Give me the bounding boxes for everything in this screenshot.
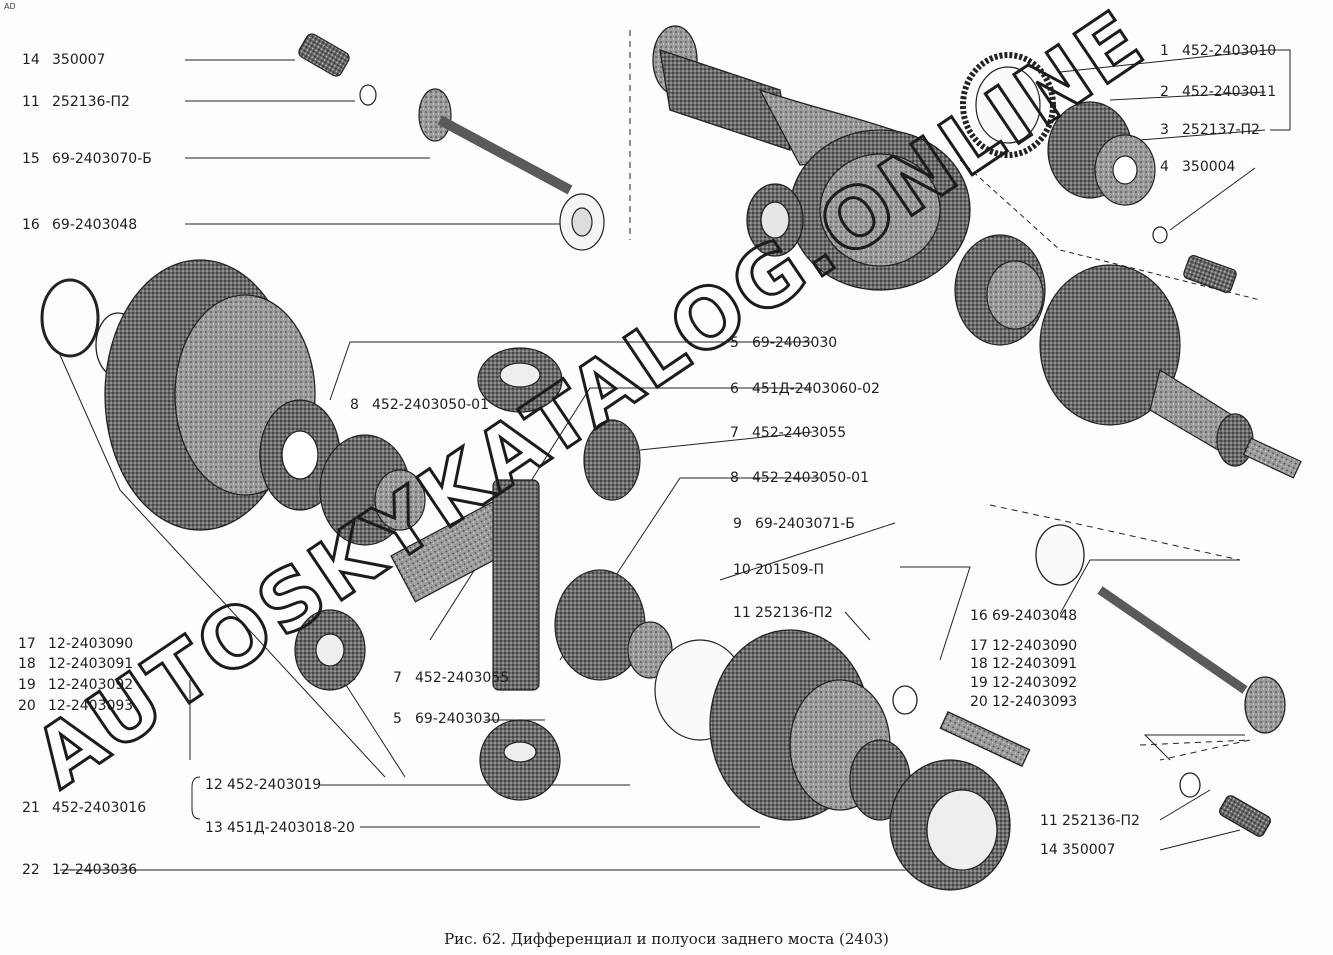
gears-and-cross: [294, 347, 746, 801]
corner-mark: AD: [4, 2, 16, 11]
housing-and-bearing: [709, 524, 1286, 891]
figure-caption: Рис. 62. Дифференциал и полуоси заднего …: [444, 930, 889, 948]
axle-housing: [652, 25, 971, 291]
ring-gear-assembly: [954, 52, 1302, 479]
differential-case: [40, 259, 341, 531]
upper-left-parts: [298, 33, 605, 251]
